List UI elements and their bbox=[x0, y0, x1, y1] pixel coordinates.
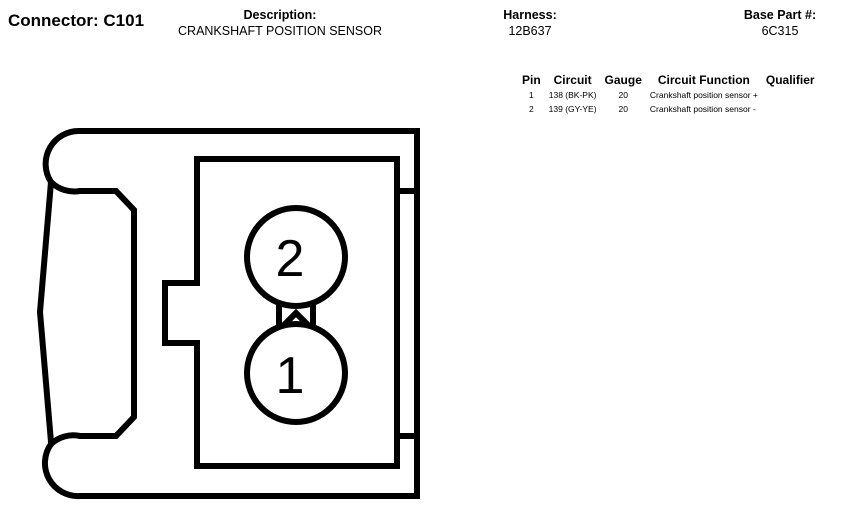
harness-value: 12B637 bbox=[508, 24, 552, 38]
circuit-header: Circuit bbox=[553, 73, 592, 87]
connector-housing-outline bbox=[36, 127, 420, 500]
pin-2-label: 2 bbox=[276, 230, 305, 288]
pin-cell: 2 bbox=[528, 104, 534, 114]
description-value: CRANKSHAFT POSITION SENSOR bbox=[178, 24, 382, 38]
pin-1-label: 1 bbox=[276, 347, 305, 405]
pin-2-circle bbox=[244, 205, 348, 309]
function-cell: Crankshaft position sensor - bbox=[649, 104, 756, 114]
gauge-cell: 20 bbox=[618, 104, 628, 114]
description-block: Description: CRANKSHAFT POSITION SENSOR bbox=[170, 8, 390, 38]
table-row: 1 138 (BK-PK) 20 Crankshaft position sen… bbox=[518, 88, 819, 102]
description-label: Description: bbox=[243, 8, 317, 22]
pin-1-circle bbox=[244, 321, 348, 425]
base-part-value: 6C315 bbox=[761, 24, 799, 38]
pin-header: Pin bbox=[522, 73, 541, 87]
pin-cell: 1 bbox=[528, 90, 534, 100]
harness-label: Harness: bbox=[503, 8, 557, 22]
pin-table-header-row: Pin Circuit Gauge Circuit Function Quali… bbox=[518, 72, 819, 88]
base-part-block: Base Part #: 6C315 bbox=[730, 8, 830, 38]
terminal-cavity-outline bbox=[162, 156, 400, 469]
circuit-cell: 138 (BK-PK) bbox=[548, 90, 597, 100]
latch-contour bbox=[48, 179, 137, 447]
circuit-cell: 139 (GY-YE) bbox=[548, 104, 597, 114]
pin-table: Pin Circuit Gauge Circuit Function Quali… bbox=[518, 72, 819, 116]
harness-block: Harness: 12B637 bbox=[490, 8, 570, 38]
gauge-header: Gauge bbox=[604, 73, 642, 87]
circuit-function-header: Circuit Function bbox=[657, 73, 750, 87]
gauge-cell: 20 bbox=[618, 90, 628, 100]
base-part-label: Base Part #: bbox=[743, 8, 817, 22]
function-cell: Crankshaft position sensor + bbox=[649, 90, 758, 100]
qualifier-header: Qualifier bbox=[765, 73, 815, 87]
connector-title: Connector: C101 bbox=[8, 11, 145, 30]
table-row: 2 139 (GY-YE) 20 Crankshaft position sen… bbox=[518, 102, 819, 116]
